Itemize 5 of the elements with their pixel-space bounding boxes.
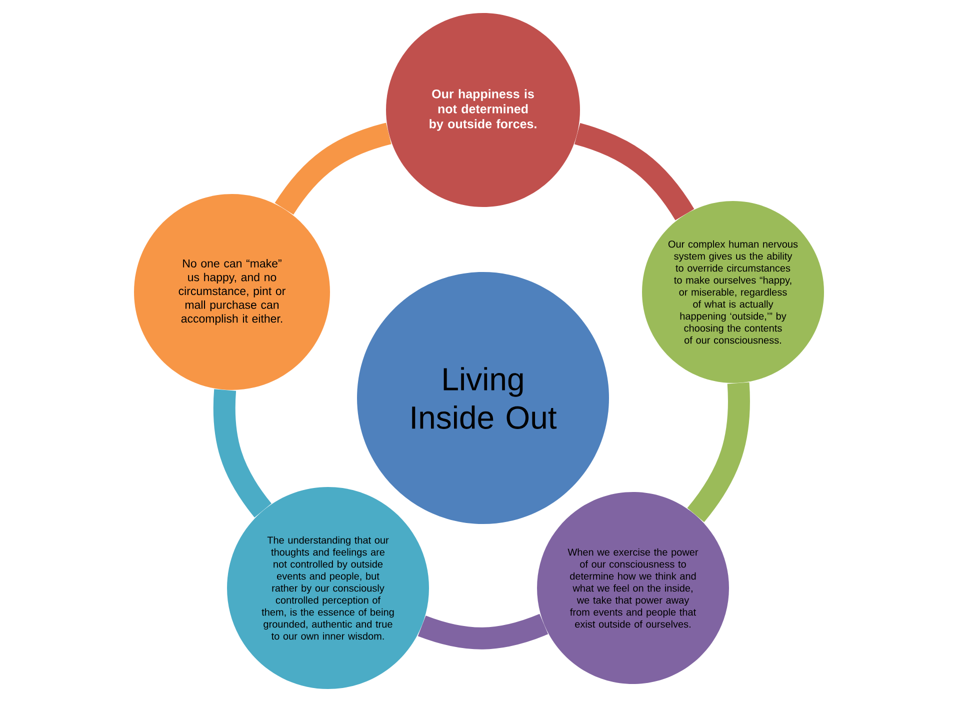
ring-segment [418,614,548,650]
ring-segment [574,123,694,220]
ring-segment [274,122,392,215]
ring-segment [213,389,272,518]
ring-segment [687,382,750,522]
